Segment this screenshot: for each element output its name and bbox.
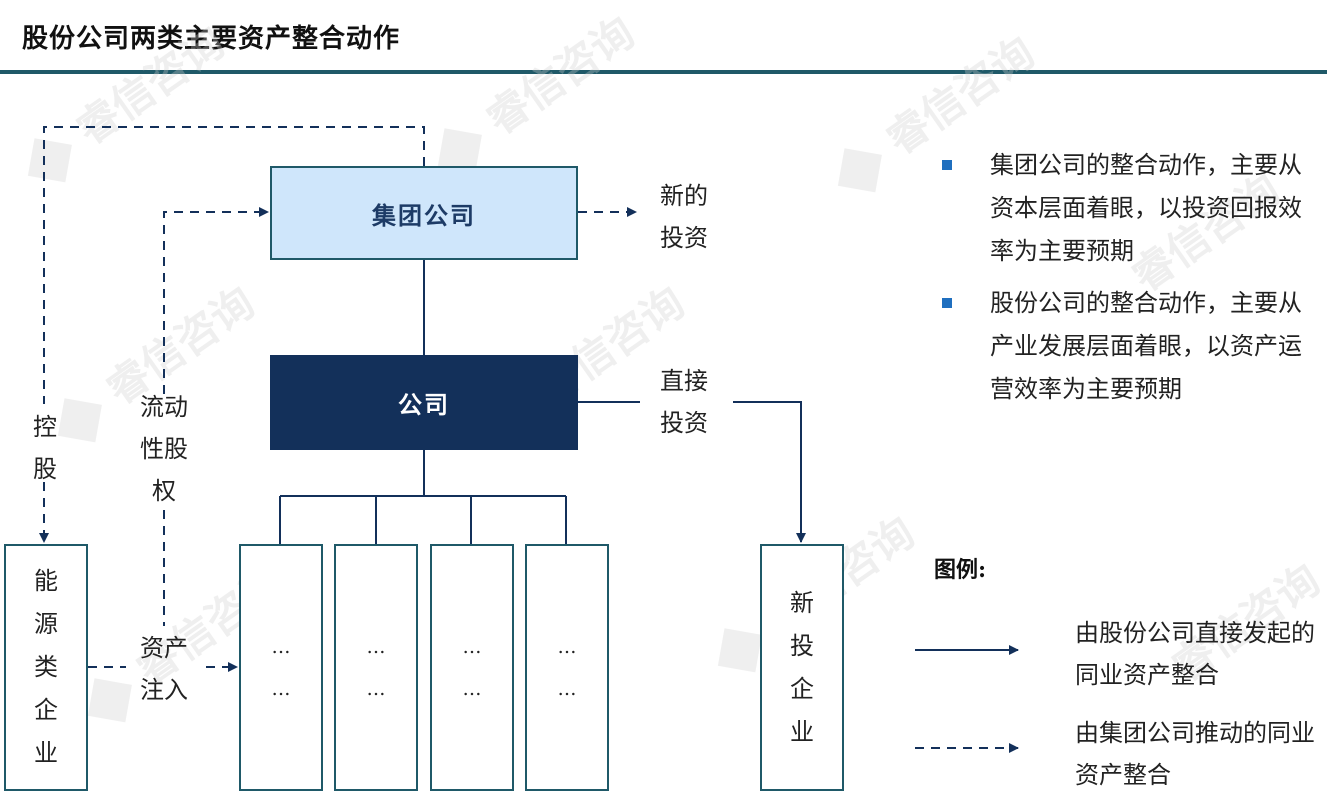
legend-dashed-text: 由集团公司推动的同业资产整合: [1075, 719, 1315, 789]
bullet-square-icon: [942, 160, 952, 170]
new-enterprise-node: 新 投 企 业: [760, 544, 844, 791]
liquid-equity-arrow: [163, 207, 269, 394]
legend-title: 图例:: [934, 557, 987, 583]
subsidiary-node: … …: [430, 544, 514, 791]
subsidiary-node: … …: [239, 544, 323, 791]
liquid-equity-label: 流动 性股 权: [140, 393, 188, 505]
legend-solid-text: 由股份公司直接发起的同业资产整合: [1075, 619, 1315, 689]
energy-enterprise-node: 能 源 类 企 业: [4, 544, 88, 791]
subsidiary-node: … …: [334, 544, 418, 791]
company-node: 公司: [270, 355, 578, 450]
new-investment-label: 新的 投资: [660, 182, 708, 252]
title-rule: [0, 70, 1327, 74]
subsidiary-node: … …: [525, 544, 609, 791]
direct-investment-arrow: [733, 401, 806, 543]
asset-injection-label: 资产 注入: [140, 634, 188, 704]
direct-investment-label: 直接 投资: [660, 367, 708, 437]
page-title: 股份公司两类主要资产整合动作: [22, 24, 401, 54]
group-company-node: 集团公司: [270, 166, 578, 260]
control-line: [43, 126, 425, 404]
control-label: 控 股: [33, 413, 57, 483]
bullet-square-icon: [942, 298, 952, 308]
